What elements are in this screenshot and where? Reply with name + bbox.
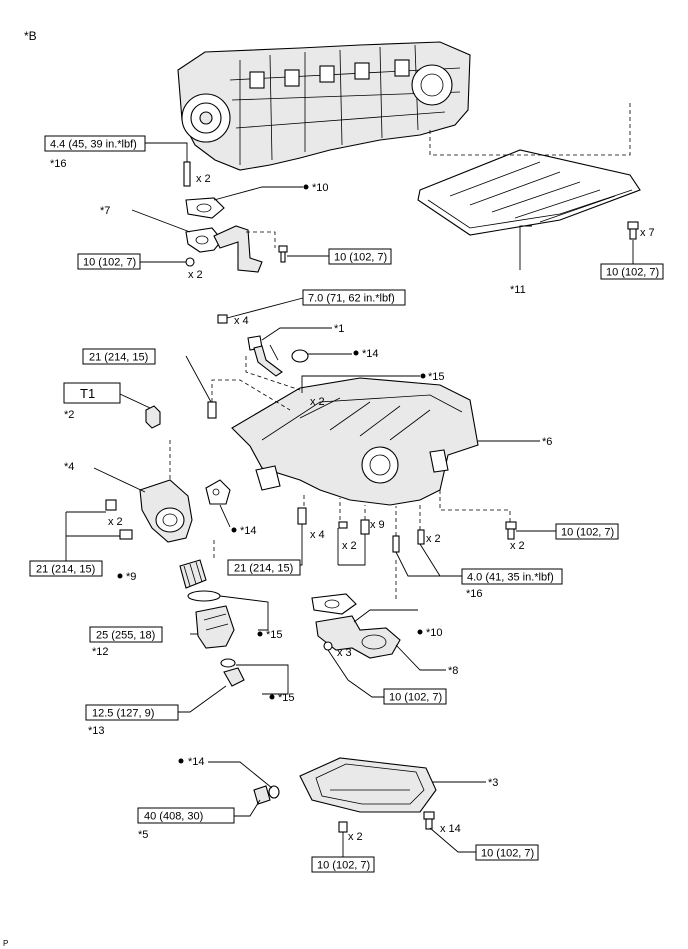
torque-label-t15: 10 (102, 7) [317,860,370,872]
oil-pressure-switch-2 [145,405,161,429]
callout-16-top: *16 [50,158,67,170]
gasket-10-lower [311,593,357,615]
qty-o-ring: x 2 [310,396,325,408]
torque-label-t14: 40 (408, 30) [144,811,203,823]
torque-label-t3: 10 (102, 7) [334,252,387,264]
alignment-dashes [169,100,631,600]
tool-label-t1: T1 [80,386,95,401]
oil-strainer-7 [185,225,263,273]
bolt-upper-small [278,245,288,263]
torque-label-t10: 4.0 (41, 35 in.*lbf) [467,572,554,584]
callout-15-top: *15 [428,371,445,383]
callout-6: *6 [542,436,552,448]
qty-strainer-bolts: x 3 [337,647,352,659]
qty-pan2-nuts: x 2 [348,831,363,843]
callout-10-lower: *10 [426,627,443,639]
qty-pan-bolts-b: x 2 [342,540,357,552]
torque-label-t13: 12.5 (127, 9) [92,708,154,720]
torque-label-t4: 10 (102, 7) [606,267,659,279]
oil-filter-element-9 [179,559,207,589]
stud-bolt-16-top [183,161,191,187]
callout-13: *13 [88,725,105,737]
oil-pan-no2-3 [299,757,437,833]
qty-bracket-bolts: x 2 [108,516,123,528]
torque-label-t1: 4.4 (45, 39 in.*lbf) [50,139,137,151]
callout-4: *4 [64,461,74,473]
torque-label-t5: 7.0 (71, 62 in.*lbf) [308,293,395,305]
qty-pan2-bolts: x 14 [440,823,461,835]
drain-plug-13 [223,667,245,687]
qty-stud-top: x 2 [196,173,211,185]
torque-spec-boxes [29,135,664,873]
callout-14-lower: *14 [188,756,205,768]
baffle-plate-illustration [417,149,641,236]
callout-labels: *16 *10 *7 *11 *1 *14 *15 *2 *6 *4 *14 *… [50,158,552,841]
gasket-10-top [185,197,225,219]
oil-filter-cap-12 [195,605,236,668]
callout-9: *9 [126,571,136,583]
quantity-labels: x 2 x 2 x 7 x 4 x 2 x 2 x 4 x 2 x 9 x 2 … [108,173,655,843]
torque-label-t7: 21 (214, 15) [36,564,95,576]
engine-block-illustration [177,41,471,171]
qty-baffle-bolts: x 7 [640,227,655,239]
callout-1: *1 [334,323,344,335]
callout-15-mid: *15 [266,629,283,641]
qty-sensor-bolts: x 4 [234,315,249,327]
callout-14-mid: *14 [240,525,257,537]
qty-nut-strainer: x 2 [188,269,203,281]
torque-label-t11: 25 (255, 18) [96,630,155,642]
callout-10-top: *10 [312,182,329,194]
callout-16-lower: *16 [466,588,483,600]
qty-pan-studs: x 2 [426,533,441,545]
oil-pan-6 [231,377,479,506]
non-reusable-dots [117,184,426,764]
callout-7: *7 [100,205,110,217]
torque-label-t16: 10 (102, 7) [481,848,534,860]
torque-label-t6: 21 (214, 15) [89,352,148,364]
qty-pan-bolts-a: x 4 [310,529,325,541]
callout-15-lower: *15 [278,692,295,704]
torque-label-t2: 10 (102, 7) [83,257,136,269]
callout-12: *12 [92,646,109,658]
oil-strainer-8 [315,615,401,659]
oil-filter-cover-gasket-14 [205,479,231,505]
callout-2: *2 [64,409,74,421]
torque-label-t9: 10 (102, 7) [561,527,614,539]
callout-8: *8 [448,665,458,677]
callout-3: *3 [488,777,498,789]
torque-spec-labels: 4.4 (45, 39 in.*lbf) 10 (102, 7) 10 (102… [36,139,659,872]
oil-filter-bracket-4 [105,479,193,543]
callout-11: *11 [510,284,526,296]
o-ring-15-filter [187,590,221,602]
callout-14-top: *14 [362,348,379,360]
qty-pan-rear-bolts: x 2 [510,540,525,552]
drain-plug-5 [253,785,280,805]
torque-label-t8: 21 (214, 15) [234,563,293,575]
qty-pan-bolts-c: x 9 [370,519,385,531]
bolt-baffle [627,221,639,240]
callout-5: *5 [138,829,148,841]
view-label: *B [24,29,37,43]
footer-mark: P [3,939,8,948]
torque-label-t12: 10 (102, 7) [389,692,442,704]
